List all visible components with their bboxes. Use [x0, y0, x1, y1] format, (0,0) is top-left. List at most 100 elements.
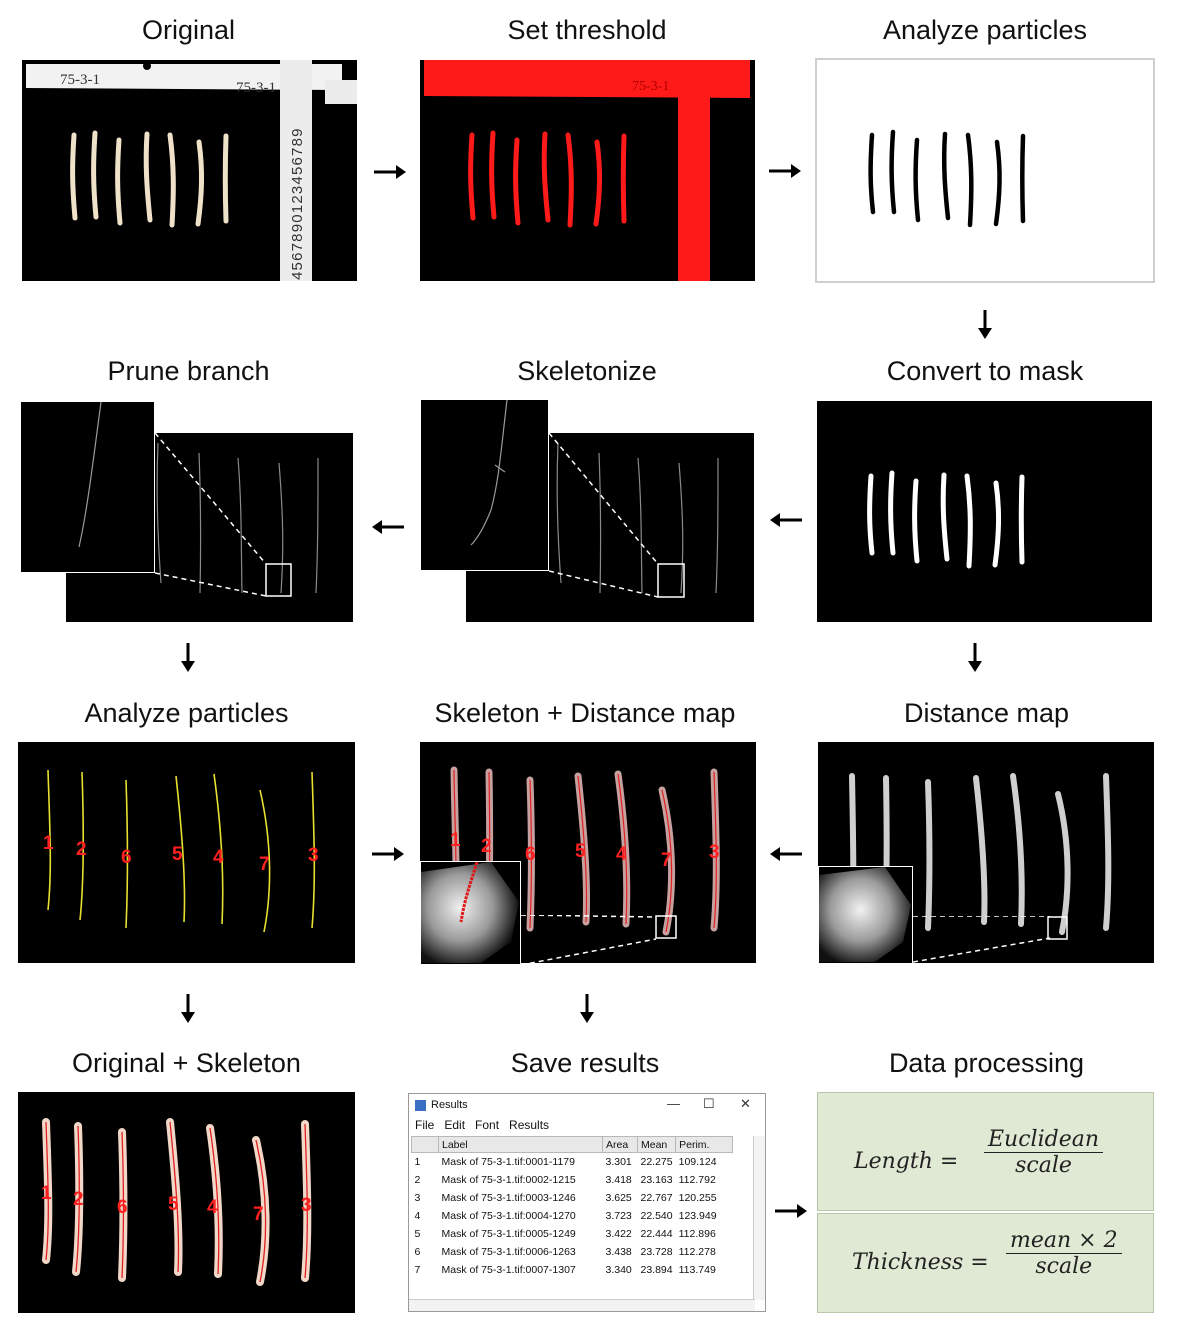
col-header-perim[interactable]: Perim.	[675, 1136, 734, 1153]
table-cell: Mask of 75-3-1.tif:0007-1307	[441, 1264, 576, 1276]
table-cell: 5	[414, 1228, 421, 1240]
zoom-lines	[549, 433, 659, 598]
table-cell: 4	[414, 1210, 421, 1222]
length-numerator: Euclidean	[984, 1127, 1104, 1153]
arrow-left-icon	[770, 847, 802, 861]
table-row[interactable]: 4 Mask of 75-3-1.tif:0004-1270 3.723 22.540…	[412, 1207, 733, 1225]
tag-left: 75-3-1	[60, 72, 100, 88]
title-original-skeleton: Original + Skeleton	[72, 1048, 301, 1078]
col-header-label[interactable]: Label	[438, 1136, 603, 1153]
zoom-lines	[521, 915, 657, 966]
vertical-scrollbar[interactable]	[753, 1136, 765, 1300]
table-cell: 3.625	[605, 1192, 632, 1204]
minimize-icon[interactable]: —	[667, 1096, 680, 1111]
length-fraction: Euclidean scale	[984, 1127, 1104, 1178]
title-set-threshold: Set threshold	[507, 15, 667, 45]
maximize-icon[interactable]: ☐	[703, 1096, 715, 1111]
app-icon	[415, 1099, 426, 1111]
particle-label: 7	[259, 854, 270, 875]
particle-label: 1	[43, 833, 54, 854]
particle-label: 5	[168, 1194, 179, 1215]
panel-convert-to-mask	[817, 401, 1152, 622]
particle-label: 4	[616, 844, 627, 865]
ruler-digits: 4567890123456789	[289, 127, 306, 280]
particle-label: 2	[73, 1189, 84, 1210]
col-header-area[interactable]: Area	[602, 1136, 638, 1153]
title-skeleton-distance-map: Skeleton + Distance map	[434, 698, 736, 728]
particle-label: 4	[207, 1197, 218, 1218]
particle-label: 3	[301, 1195, 312, 1216]
horizontal-scrollbar[interactable]	[409, 1299, 755, 1311]
table-cell: 22.540	[640, 1210, 673, 1222]
panel-original-skeleton: 1 2 6 5 4 7 3	[18, 1092, 355, 1313]
arrow-down-icon	[580, 994, 594, 1023]
arrow-down-icon	[181, 994, 195, 1023]
table-cell: 3.340	[605, 1264, 632, 1276]
table-cell: 120.255	[678, 1192, 717, 1204]
arrow-right-icon	[775, 1204, 807, 1218]
table-cell: 23.728	[640, 1246, 673, 1258]
table-row[interactable]: 3 Mask of 75-3-1.tif:0003-1246 3.625 22.767…	[412, 1189, 733, 1207]
table-cell: Mask of 75-3-1.tif:0003-1246	[441, 1192, 576, 1204]
arrow-right-icon	[372, 847, 404, 861]
formula-thickness: Thickness = mean × 2 scale	[817, 1213, 1154, 1313]
table-cell: 3.723	[605, 1210, 632, 1222]
labeled-skeleton-image: 1 2 6 5 4 7 3	[43, 769, 319, 933]
menu-edit[interactable]: Edit	[444, 1117, 466, 1132]
arrow-left-icon	[372, 520, 404, 534]
skeleton-image	[556, 442, 719, 598]
title-convert-to-mask: Convert to mask	[886, 356, 1084, 386]
length-lhs: Length =	[854, 1149, 959, 1174]
table-cell: 3.418	[605, 1174, 632, 1186]
col-header-index[interactable]	[411, 1136, 439, 1153]
table-cell: 112.278	[678, 1246, 716, 1258]
thickness-denominator: scale	[1035, 1254, 1093, 1279]
menu-file[interactable]: File	[415, 1117, 435, 1132]
zoom-lines	[913, 916, 1051, 963]
close-icon[interactable]: ✕	[740, 1096, 751, 1111]
table-cell: Mask of 75-3-1.tif:0004-1270	[441, 1210, 576, 1222]
table-cell: 6	[414, 1246, 421, 1258]
thickness-fraction: mean × 2 scale	[1006, 1228, 1122, 1279]
panel-set-threshold: 75-3-1	[420, 60, 755, 281]
table-cell: 23.894	[640, 1264, 673, 1276]
particle-label: 4	[213, 847, 224, 868]
table-cell: Mask of 75-3-1.tif:0005-1249	[441, 1228, 576, 1240]
table-cell: 22.444	[640, 1228, 673, 1240]
particle-label: 7	[253, 1204, 264, 1225]
table-cell: 1	[414, 1156, 421, 1168]
particle-label: 2	[76, 839, 87, 860]
menu-results[interactable]: Results	[509, 1117, 550, 1132]
col-header-mean[interactable]: Mean	[636, 1136, 677, 1153]
results-menubar: File Edit Font Results	[409, 1116, 765, 1133]
table-cell: 22.275	[640, 1156, 673, 1168]
tag-threshold: 75-3-1	[632, 79, 669, 94]
table-cell: 22.767	[640, 1192, 673, 1204]
particle-label: 1	[41, 1183, 52, 1204]
mask-image	[867, 470, 1025, 569]
particle-label: 1	[450, 830, 461, 851]
formula-length: Length = Euclidean scale	[817, 1092, 1154, 1211]
particle-label: 6	[117, 1197, 128, 1218]
title-distance-map: Distance map	[903, 698, 1070, 728]
panel-analyze-particles-mid: 1 2 6 5 4 7 3	[18, 742, 355, 963]
inset-distance-map	[818, 866, 913, 964]
arrow-right-icon	[769, 164, 801, 178]
table-cell: 113.749	[678, 1264, 716, 1276]
length-denominator: scale	[1015, 1153, 1072, 1178]
results-window-title: Results	[431, 1099, 468, 1111]
menu-font[interactable]: Font	[475, 1117, 500, 1132]
table-cell: 3	[414, 1192, 421, 1204]
particle-label: 7	[661, 850, 672, 871]
particle-label: 6	[525, 844, 536, 865]
results-window[interactable]: Results — ☐ ✕ File Edit Font Results Lab…	[408, 1093, 766, 1312]
results-titlebar[interactable]: Results — ☐ ✕	[409, 1094, 765, 1116]
arrow-down-icon	[968, 643, 982, 672]
